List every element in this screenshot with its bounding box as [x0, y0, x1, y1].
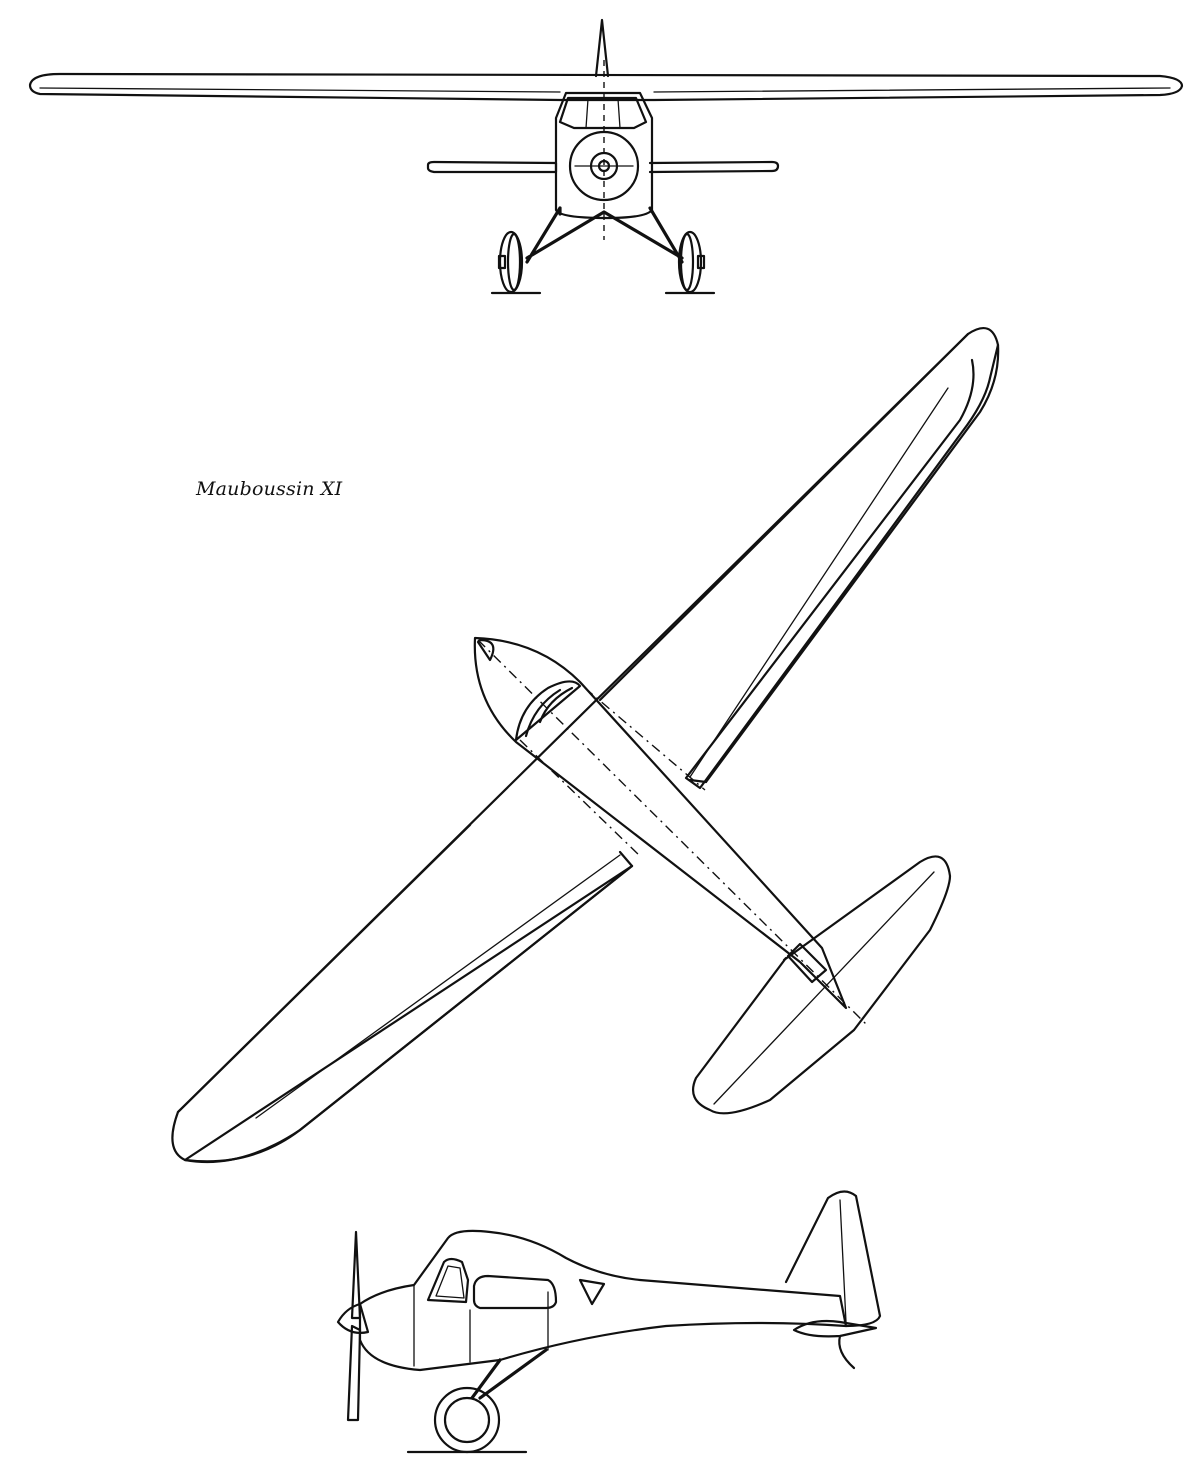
- aircraft-caption: Mauboussin XI: [196, 478, 343, 500]
- side-view: [336, 1190, 882, 1454]
- plan-view: [171, 326, 1000, 1164]
- front-fin: [594, 18, 610, 78]
- front-wing: [28, 72, 1184, 102]
- plan-aileron-line-right: [689, 387, 949, 778]
- side-fin: [784, 1190, 882, 1328]
- side-tailskid: [838, 1334, 856, 1370]
- side-fuselage: [358, 1229, 848, 1372]
- front-tailplane: [426, 160, 558, 174]
- front-landing-gear: [525, 206, 684, 264]
- plan-wing: [171, 326, 1000, 1163]
- plan-tailplane: [692, 855, 952, 1115]
- side-tailplane: [792, 1319, 878, 1338]
- side-landing-gear: [470, 1348, 548, 1400]
- side-propeller: [350, 1230, 362, 1320]
- plan-aileron-line-left: [255, 854, 621, 1119]
- side-windshield: [426, 1257, 470, 1304]
- front-view: [28, 18, 1184, 295]
- plan-centerline: [477, 639, 867, 1025]
- plan-fuselage: [473, 636, 848, 1010]
- plan-cockpit: [514, 680, 582, 742]
- side-window: [472, 1274, 558, 1310]
- side-small-window: [578, 1278, 606, 1306]
